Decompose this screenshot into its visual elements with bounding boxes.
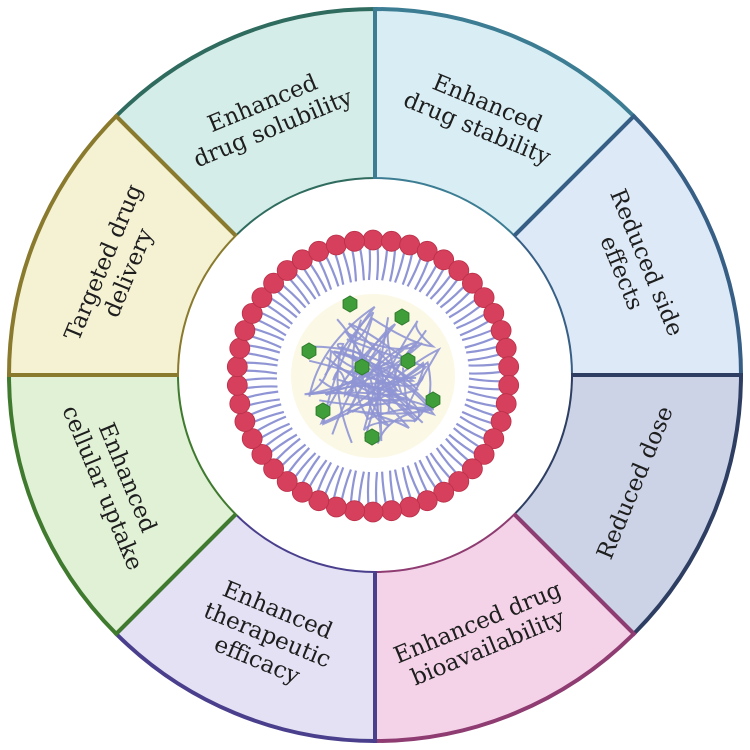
lipid-head bbox=[495, 393, 517, 415]
polymer-strand bbox=[325, 322, 420, 397]
lipid-head bbox=[433, 249, 455, 271]
lipid-head bbox=[416, 490, 438, 512]
lipid-head bbox=[483, 428, 505, 450]
lipid-head bbox=[461, 272, 483, 294]
lipid-head bbox=[226, 374, 248, 396]
drug-molecules bbox=[301, 295, 441, 446]
polymer-strand bbox=[359, 316, 437, 439]
lipid-head bbox=[448, 260, 470, 281]
nanoparticle-illustration bbox=[179, 179, 571, 571]
lipid-head bbox=[433, 481, 455, 503]
drug-molecule bbox=[394, 308, 410, 326]
lipid-head bbox=[399, 496, 421, 518]
drug-molecule bbox=[400, 352, 416, 370]
lipid-head bbox=[241, 302, 263, 324]
lipid-head bbox=[263, 458, 285, 480]
polymer-strand bbox=[336, 340, 419, 416]
lipid-head bbox=[473, 443, 495, 465]
lipid-head bbox=[251, 443, 273, 465]
lipid-head bbox=[226, 356, 248, 378]
lipid-head bbox=[251, 287, 273, 309]
polymer-strand bbox=[307, 349, 437, 417]
lipid-head bbox=[308, 490, 330, 512]
lipid-head bbox=[498, 356, 520, 378]
lipid-head bbox=[498, 374, 520, 396]
drug-molecule bbox=[315, 402, 331, 420]
lipid-head bbox=[416, 240, 438, 262]
lipid-head bbox=[234, 411, 256, 432]
lipid-head bbox=[325, 234, 347, 256]
lipid-head bbox=[362, 229, 384, 251]
lipid-head bbox=[381, 500, 402, 522]
lipid-head bbox=[325, 496, 347, 518]
polymer-strand bbox=[343, 361, 417, 421]
lipid-head bbox=[276, 471, 298, 492]
lipid-heads bbox=[226, 229, 520, 523]
lipid-head bbox=[448, 471, 470, 492]
drug-molecule bbox=[425, 391, 441, 409]
lipid-head bbox=[362, 501, 384, 523]
lipid-head bbox=[308, 240, 330, 262]
lipid-head bbox=[276, 260, 298, 281]
drug-molecule bbox=[301, 342, 317, 360]
drug-molecule bbox=[342, 295, 358, 313]
drug-molecule bbox=[364, 428, 380, 446]
lipid-head bbox=[495, 337, 517, 359]
lipid-head bbox=[461, 458, 483, 480]
lipid-head bbox=[344, 500, 365, 522]
lipid-head bbox=[229, 337, 251, 359]
lipid-head bbox=[490, 320, 512, 341]
lipid-head bbox=[263, 272, 285, 294]
lipid-head bbox=[399, 234, 421, 256]
lipid-head bbox=[381, 230, 402, 252]
lipid-head bbox=[344, 230, 365, 252]
lipid-head bbox=[291, 481, 313, 503]
polymer-strand bbox=[319, 354, 425, 407]
lipid-head bbox=[229, 393, 251, 415]
lipid-head bbox=[291, 249, 313, 271]
drug-molecule bbox=[354, 358, 370, 376]
lipid-head bbox=[473, 287, 495, 309]
